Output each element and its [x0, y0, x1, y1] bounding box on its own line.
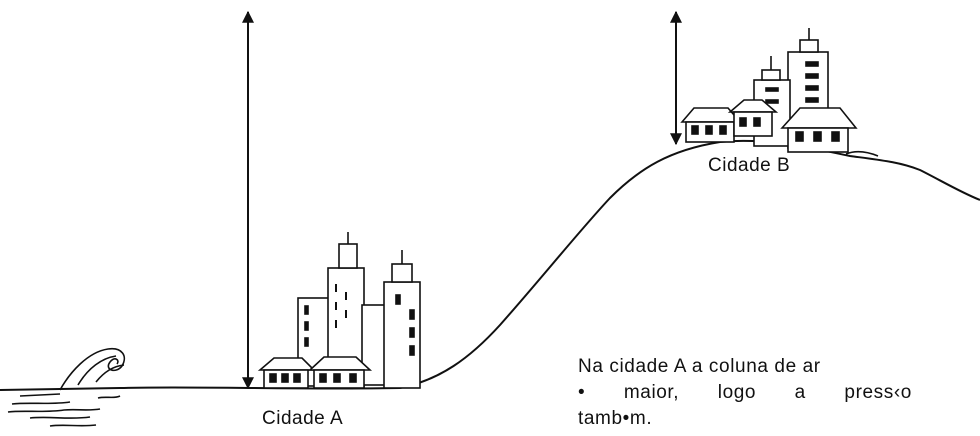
city-b-buildings: [680, 28, 879, 157]
building-icon: [361, 304, 387, 386]
caption-line-2: • maior, logo a press‹o: [578, 380, 912, 406]
city-a-label: Cidade A: [262, 408, 344, 429]
caption-word: maior,: [623, 382, 680, 403]
house-icon: [680, 107, 742, 143]
house-icon: [307, 356, 373, 389]
caption-word: a: [794, 382, 806, 403]
city-b-label: Cidade B: [708, 155, 791, 176]
city-a-buildings: [257, 232, 421, 389]
house-icon: [257, 357, 316, 389]
explanation-caption: Na cidade A a coluna de ar • maior, logo…: [578, 354, 912, 432]
caption-word: logo: [717, 382, 757, 403]
terrain-line: [0, 139, 980, 391]
house-icon: [780, 107, 858, 153]
caption-line-1: Na cidade A a coluna de ar: [578, 356, 821, 377]
caption-line-3: tamb•m.: [578, 408, 653, 429]
caption-word: •: [578, 382, 586, 403]
wave-icon: [7, 347, 126, 427]
caption-word: press‹o: [844, 382, 912, 403]
house-icon: [727, 99, 779, 137]
